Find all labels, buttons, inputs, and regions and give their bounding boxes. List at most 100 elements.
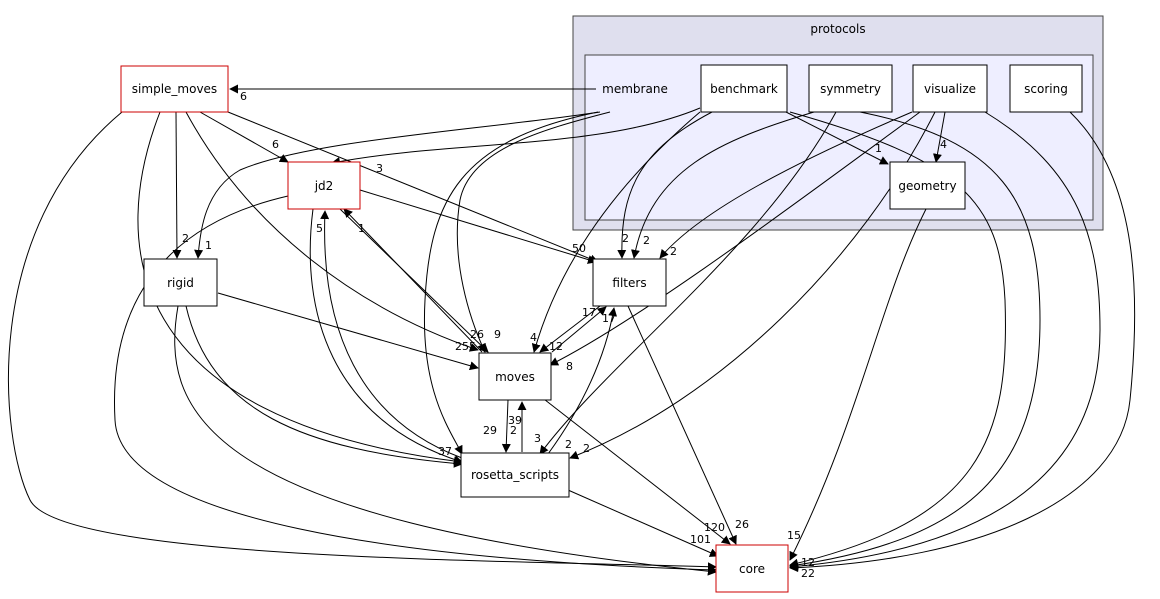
node-membrane[interactable]: membrane bbox=[602, 82, 668, 96]
node-filters-box[interactable] bbox=[592, 258, 667, 307]
edge-label: 22 bbox=[801, 567, 815, 580]
edge-label: 2 bbox=[565, 438, 572, 451]
node-benchmark[interactable]: benchmark bbox=[700, 64, 788, 113]
edge-label: 5 bbox=[316, 222, 323, 235]
edge-label: 26 bbox=[470, 328, 484, 341]
edge-membrane-rosetta bbox=[423, 111, 599, 455]
node-symmetry[interactable]: symmetry bbox=[808, 64, 893, 113]
edge-rigid-moves bbox=[217, 292, 479, 371]
edge-label: 39 bbox=[508, 414, 522, 427]
edge-rosetta-jd2 bbox=[320, 210, 463, 459]
edge-filters-moves bbox=[539, 305, 601, 353]
node-moves-box[interactable] bbox=[478, 352, 552, 401]
edge-label: 17 bbox=[582, 306, 596, 319]
edge-symmetry-core bbox=[789, 111, 1041, 570]
node-benchmark-box[interactable] bbox=[700, 64, 788, 113]
edge-symmetry-filters bbox=[631, 111, 815, 259]
node-visualize[interactable]: visualize bbox=[912, 64, 988, 113]
edges bbox=[8, 84, 1136, 576]
edge-label: 26 bbox=[735, 518, 749, 531]
edge-visualize-core bbox=[789, 111, 1101, 571]
node-moves-label: moves bbox=[495, 370, 535, 384]
node-benchmark-label: benchmark bbox=[710, 82, 778, 96]
node-core-label: core bbox=[739, 562, 765, 576]
node-rigid-box[interactable] bbox=[143, 258, 218, 307]
node-core[interactable]: core bbox=[715, 544, 789, 593]
edge-label: 1 bbox=[205, 239, 212, 252]
edge-jd2-filters bbox=[359, 189, 597, 264]
edge-labels: 6 6 3 2 1 1 4 50 5 1 17 17 26 9 4 12 8 2… bbox=[182, 90, 947, 580]
node-simple-moves-box[interactable] bbox=[120, 65, 229, 113]
node-rosetta-scripts[interactable]: rosetta_scripts bbox=[460, 452, 570, 498]
edge-benchmark-core bbox=[789, 111, 1006, 568]
node-rigid[interactable]: rigid bbox=[143, 258, 218, 307]
edge-filters-core bbox=[627, 305, 737, 545]
edge-label: 120 bbox=[704, 521, 725, 534]
edge-label: 6 bbox=[240, 90, 247, 103]
edge-moves-rosetta bbox=[501, 399, 511, 453]
edge-label: 8 bbox=[566, 360, 573, 373]
edge-label: 1 bbox=[358, 222, 365, 235]
edge-moves-core bbox=[539, 395, 731, 545]
edge-label: 12 bbox=[549, 340, 563, 353]
edge-benchmark-geometry bbox=[785, 111, 889, 165]
edge-simple-moves-jd2 bbox=[199, 111, 289, 163]
node-rosetta-scripts-label: rosetta_scripts bbox=[471, 468, 559, 482]
edge-visualize-filters bbox=[659, 111, 913, 259]
edge-scoring-core bbox=[789, 111, 1136, 573]
node-geometry-box[interactable] bbox=[889, 161, 966, 210]
node-simple-moves[interactable]: simple_moves bbox=[120, 65, 229, 113]
edge-simple-moves-moves bbox=[185, 111, 479, 352]
edge-label: 2 bbox=[583, 442, 590, 455]
node-jd2[interactable]: jd2 bbox=[287, 161, 361, 210]
edge-benchmark-filters bbox=[617, 111, 713, 259]
node-membrane-label: membrane bbox=[602, 82, 668, 96]
edge-label: 2 bbox=[643, 234, 650, 247]
edge-label: 37 bbox=[438, 445, 452, 458]
cluster-protocols-label: protocols bbox=[810, 22, 865, 36]
edge-label: 255 bbox=[455, 340, 476, 353]
node-rigid-label: rigid bbox=[167, 276, 194, 290]
edge-label: 3 bbox=[534, 432, 541, 445]
edge-rosetta-filters bbox=[547, 307, 618, 455]
node-filters-label: filters bbox=[612, 276, 646, 290]
edge-simple-moves-rosetta bbox=[137, 111, 463, 466]
edge-geometry-core bbox=[789, 208, 927, 561]
edge-label: 4 bbox=[940, 138, 947, 151]
edge-visualize-geometry bbox=[933, 111, 946, 163]
edge-label: 2 bbox=[622, 232, 629, 245]
node-scoring-label: scoring bbox=[1024, 82, 1068, 96]
node-core-box[interactable] bbox=[715, 544, 789, 593]
edge-label: 2 bbox=[670, 245, 677, 258]
edge-moves-filters bbox=[551, 306, 607, 353]
node-simple-moves-label: simple_moves bbox=[132, 82, 217, 96]
edge-label: 15 bbox=[787, 529, 801, 542]
node-rosetta-scripts-box[interactable] bbox=[460, 452, 570, 498]
node-scoring-box[interactable] bbox=[1009, 64, 1083, 113]
edge-moves-jd2 bbox=[343, 208, 483, 353]
edge-label: 9 bbox=[494, 328, 501, 341]
edge-simple-moves-core bbox=[8, 111, 717, 572]
edge-benchmark-moves bbox=[531, 111, 701, 353]
node-scoring[interactable]: scoring bbox=[1009, 64, 1083, 113]
edge-simple-moves-filters bbox=[227, 111, 599, 264]
edge-membrane-moves bbox=[456, 111, 611, 353]
edge-rosetta-core bbox=[567, 489, 719, 557]
edge-label: 12 bbox=[801, 556, 815, 569]
node-symmetry-box[interactable] bbox=[808, 64, 893, 113]
edge-label: 29 bbox=[483, 424, 497, 437]
edge-label: 3 bbox=[376, 162, 383, 175]
node-jd2-box[interactable] bbox=[287, 161, 361, 210]
edge-label: 2 bbox=[182, 232, 189, 245]
node-visualize-box[interactable] bbox=[912, 64, 988, 113]
edge-simple-moves-rigid bbox=[172, 111, 182, 259]
node-filters[interactable]: filters bbox=[592, 258, 667, 307]
edge-membrane-rigid bbox=[194, 111, 601, 259]
edge-symmetry-rosetta bbox=[539, 111, 837, 455]
edge-label: 17 bbox=[602, 312, 616, 325]
edge-label: 4 bbox=[530, 331, 537, 344]
node-moves[interactable]: moves bbox=[478, 352, 552, 401]
node-visualize-label: visualize bbox=[924, 82, 976, 96]
node-geometry[interactable]: geometry bbox=[889, 161, 966, 210]
